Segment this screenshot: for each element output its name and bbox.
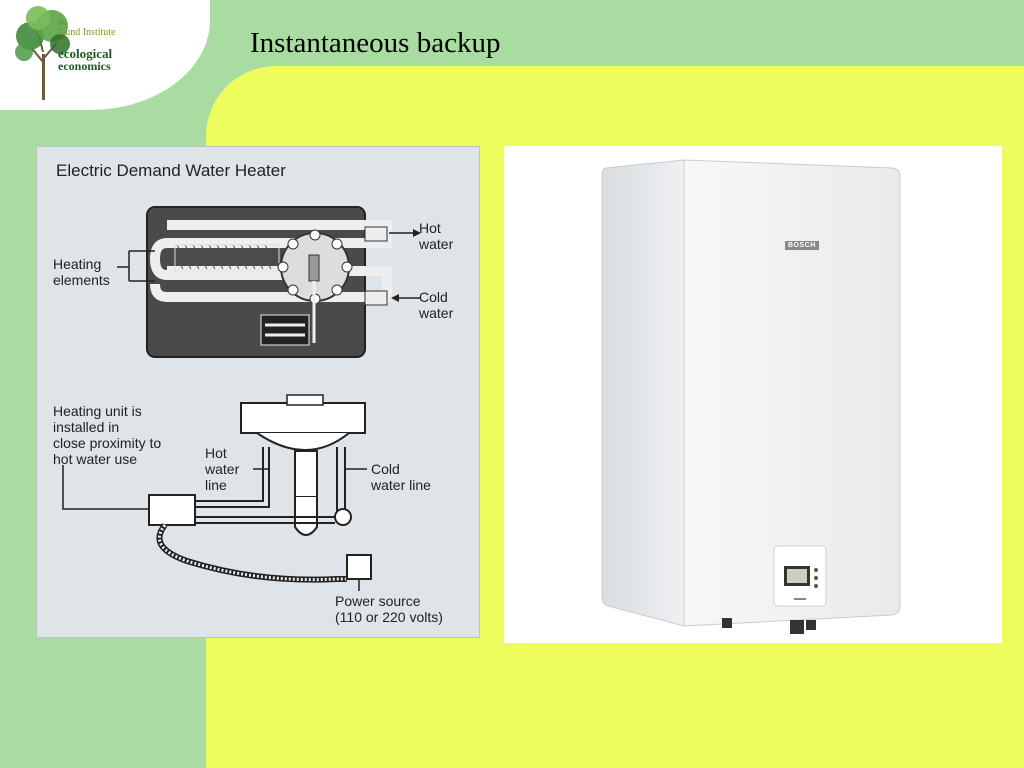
hot-water-label: Hot water (419, 220, 454, 252)
heating-elements-label: Heating elements (53, 256, 110, 288)
tree-logo-icon (15, 6, 70, 100)
water-heater-photo: BOSCH (504, 146, 1002, 643)
water-heater-diagram: Electric Demand Water Heater Hot water C… (36, 146, 480, 638)
cold-water-label: Cold water (419, 289, 454, 321)
logo-for: for (58, 38, 67, 46)
hot-water-line-label: Hot water line (205, 445, 240, 493)
cold-water-line-label: Cold water line (371, 461, 431, 493)
logo-ecological: ecological (58, 46, 113, 61)
diagram-drawing (62, 206, 421, 591)
power-source-label: Power source (110 or 220 volts) (335, 593, 443, 625)
brand-badge: BOSCH (785, 241, 819, 250)
diagram-title: Electric Demand Water Heater (56, 161, 286, 180)
heating-unit-note-label: Heating unit is installed in close proxi… (53, 403, 162, 467)
bosch-heater-image (601, 159, 901, 634)
logo-the: the (58, 19, 67, 27)
logo-gund-institute: Gund Institute (58, 27, 116, 38)
logo-economics: economics (58, 59, 111, 73)
page-title: Instantaneous backup (250, 27, 501, 59)
